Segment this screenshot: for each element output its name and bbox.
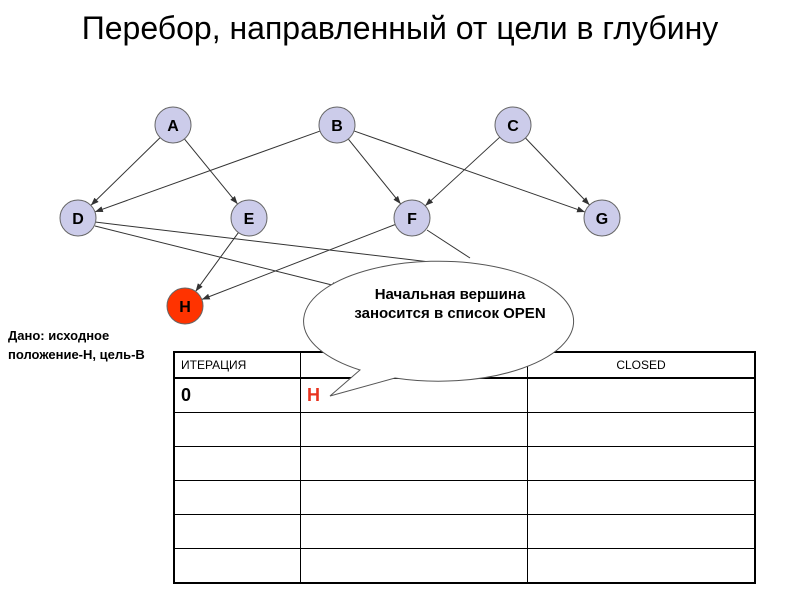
cell [300,514,528,549]
edge-b-d [94,130,321,213]
edge-a-e [184,138,238,205]
node-label: C [507,118,519,135]
table-row [173,514,756,549]
node-label: A [167,118,179,135]
cell [527,548,756,584]
edge-f-h [201,224,396,300]
cell [173,446,301,481]
node-label: B [331,118,343,135]
edge-d-hidden [94,221,481,269]
table-row [173,446,756,481]
node-h: H [166,287,204,325]
given-text: Дано: исходное положение-Н, цель-В [8,328,145,362]
cell [527,514,756,549]
node-e: E [230,199,268,237]
table-row [173,480,756,515]
slide-title: Перебор, направленный от цели в глубину [81,10,719,46]
edge-e-h [195,232,239,292]
node-a: A [154,106,192,144]
edge-b-g [353,130,586,213]
table-row [173,412,756,447]
edge-c-f [424,136,501,207]
cell [527,480,756,515]
header-closed: CLOSED [527,351,756,379]
node-d: D [59,199,97,237]
edge-c-g [525,137,590,206]
callout-text: Начальная вершина заносится в список OPE… [354,286,546,322]
header-iteration: ИТЕРАЦИЯ [173,351,301,379]
edge-b-f [347,138,402,205]
node-label: D [72,211,84,228]
cell [173,480,301,515]
node-label: E [244,211,255,228]
table-row [173,548,756,584]
cell [300,446,528,481]
cell: H [300,377,528,413]
cell [173,548,301,584]
node-label: H [179,299,191,316]
cell [300,412,528,447]
node-g: G [583,199,621,237]
table-header: ИТЕРАЦИЯ CLOSED [173,351,756,379]
cell [527,412,756,447]
cell [527,446,756,481]
node-f: F [393,199,431,237]
node-b: B [318,106,356,144]
node-label: G [596,211,608,228]
cell [300,480,528,515]
header-open [300,351,528,379]
edge-a-d [90,137,161,206]
cell [173,412,301,447]
cell: 0 [173,377,301,413]
edge-d-hidden-2 [94,225,341,288]
cell [173,514,301,549]
edge-f-hidden [426,229,471,259]
cell [527,377,756,413]
cell [300,548,528,584]
node-label: F [407,211,417,228]
node-c: C [494,106,532,144]
